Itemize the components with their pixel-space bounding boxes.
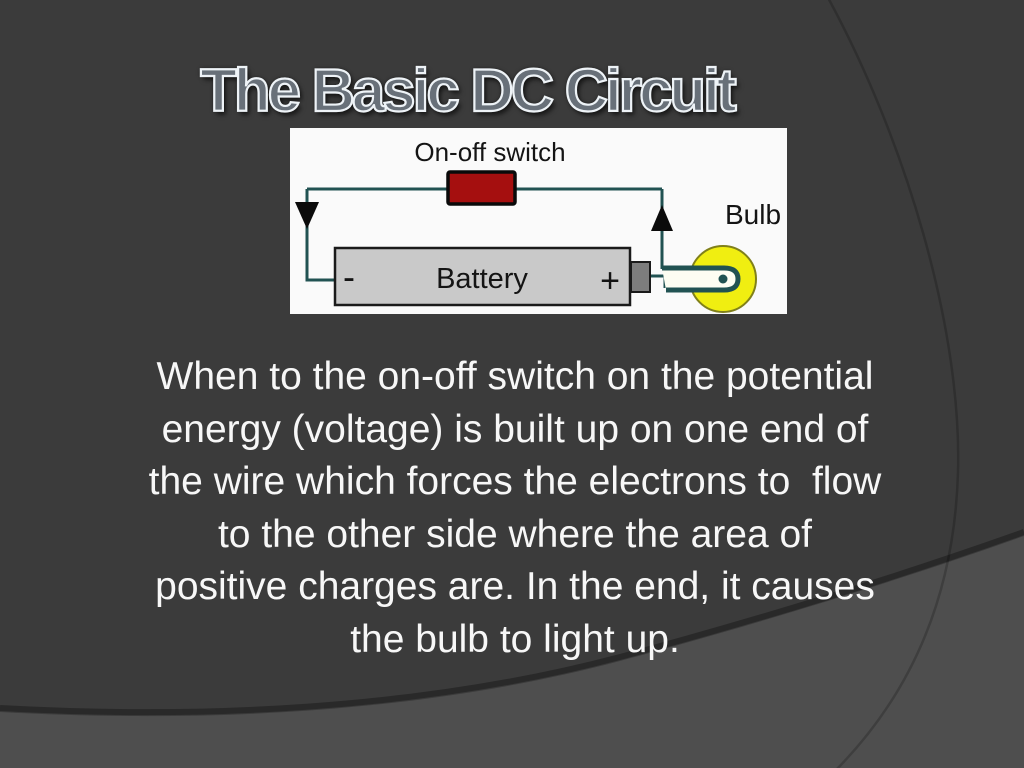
body-line: the bulb to light up. <box>350 617 680 661</box>
switch-body <box>446 170 517 206</box>
battery-terminal <box>630 261 651 293</box>
bulb-filament-dot <box>718 274 728 284</box>
bulb-label: Bulb <box>725 199 781 230</box>
current-arrow-down-icon <box>295 202 319 229</box>
body-line: energy (voltage) is built up on one end … <box>161 407 869 451</box>
bulb-filament <box>662 265 741 293</box>
background-arc-line <box>827 0 960 768</box>
body-line: When to the on-off switch on the potenti… <box>156 355 874 398</box>
slide-title: The Basic DC Circuit <box>199 56 738 124</box>
switch-label: On-off switch <box>414 137 565 167</box>
battery-minus-label: - <box>343 256 355 297</box>
current-arrow-up-icon <box>651 205 673 231</box>
body-line: positive charges are. In the end, it cau… <box>155 565 875 608</box>
circuit-diagram-panel: On-off switch - Battery + Bulb <box>290 128 787 314</box>
swoosh-shadow-line <box>0 529 1024 716</box>
battery-label: Battery <box>436 263 528 295</box>
body-line: the wire which forces the electrons to f… <box>148 460 882 503</box>
battery-body <box>333 246 632 307</box>
body-paragraph: When to the on-off switch on the potenti… <box>52 351 978 666</box>
background-swoosh <box>0 536 1024 768</box>
body-line: to the other side where the area of <box>217 512 813 556</box>
battery-plus-label: + <box>600 262 620 300</box>
